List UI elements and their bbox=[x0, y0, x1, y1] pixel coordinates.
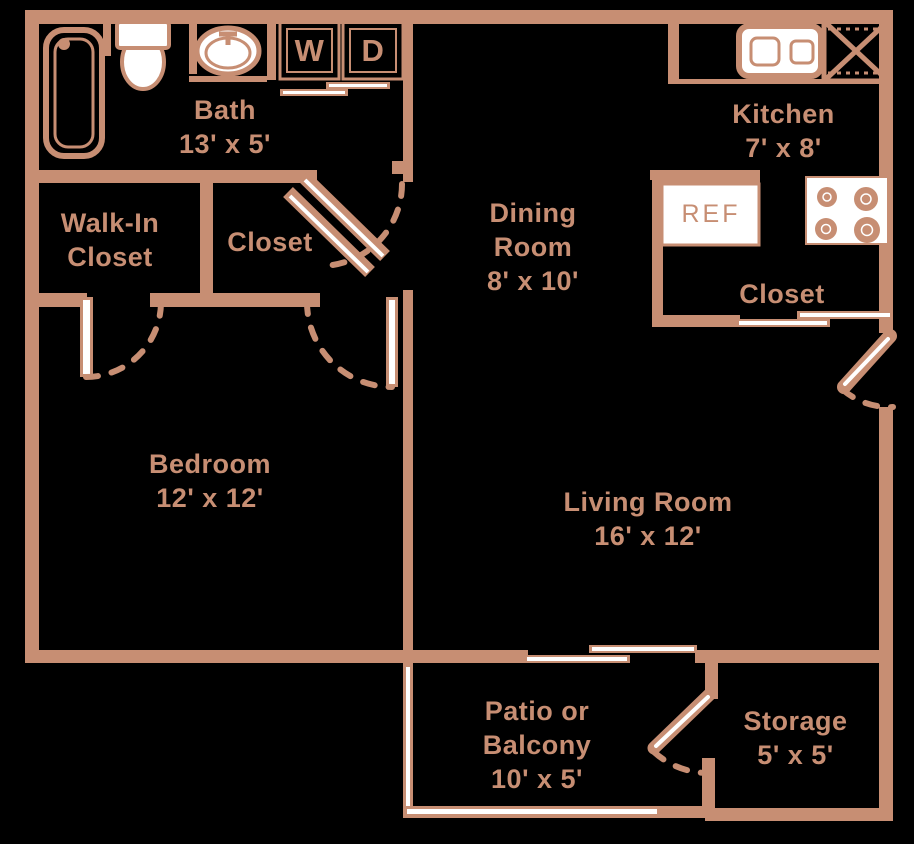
room-name: Bedroom bbox=[148, 449, 271, 479]
refrigerator-label: REF bbox=[681, 200, 741, 228]
refrigerator-icon bbox=[660, 176, 761, 247]
room-dims: 5' x 5' bbox=[757, 740, 834, 770]
inner-walls bbox=[25, 18, 893, 808]
room-dims: 7' x 8' bbox=[745, 133, 822, 163]
patio-sliding-door bbox=[524, 645, 697, 663]
living-room-label: Living Room 16' x 12' bbox=[553, 485, 743, 553]
walk-in-closet-door bbox=[80, 297, 164, 380]
bedroom-label: Bedroom 12' x 12' bbox=[125, 447, 295, 515]
room-name: Closet bbox=[739, 279, 825, 309]
south-walls bbox=[25, 645, 893, 663]
room-name: Living Room bbox=[563, 487, 733, 517]
patio-railing bbox=[403, 663, 708, 818]
room-name: Closet bbox=[227, 227, 313, 257]
room-name: Patio or bbox=[484, 696, 590, 726]
stove-icon bbox=[805, 176, 889, 245]
kitchen-sink-icon bbox=[736, 23, 824, 79]
room-dims: 12' x 12' bbox=[156, 483, 264, 513]
room-name: Storage bbox=[743, 706, 848, 736]
bathtub-icon bbox=[43, 27, 105, 159]
toilet-icon bbox=[115, 20, 171, 91]
bath-label: Bath 13' x 5' bbox=[155, 93, 295, 161]
storage-door bbox=[647, 687, 717, 777]
room-name: Closet bbox=[67, 242, 153, 272]
storage-label: Storage 5' x 5' bbox=[713, 704, 878, 772]
room-dims: 16' x 12' bbox=[594, 521, 702, 551]
room-dims: 8' x 10' bbox=[487, 266, 579, 296]
sink-icon bbox=[194, 25, 262, 77]
room-name: Kitchen bbox=[732, 99, 835, 129]
kitchen-closet-sliding-door bbox=[736, 311, 893, 327]
walk-in-closet-label: Walk-In Closet bbox=[35, 206, 185, 274]
room-name: Bath bbox=[194, 95, 256, 125]
dryer-icon bbox=[341, 20, 405, 81]
dryer-letter: D bbox=[361, 33, 385, 68]
kitchen-closet-label: Closet bbox=[712, 277, 852, 311]
bedroom-window bbox=[123, 654, 263, 659]
room-name: Balcony bbox=[482, 730, 592, 760]
patio-label: Patio or Balcony 10' x 5' bbox=[458, 694, 616, 796]
room-dims: 13' x 5' bbox=[179, 129, 271, 159]
room-name: Dining bbox=[489, 198, 577, 228]
washer-letter: W bbox=[294, 33, 325, 68]
hall-closet-label: Closet bbox=[205, 225, 335, 259]
hall-closet-bifold-doors bbox=[283, 170, 390, 278]
dining-room-label: Dining Room 8' x 10' bbox=[458, 196, 608, 298]
kitchen-label: Kitchen 7' x 8' bbox=[706, 97, 861, 165]
entry-door bbox=[837, 329, 897, 411]
room-dims: 10' x 5' bbox=[491, 764, 583, 794]
laundry-closet-doors bbox=[280, 82, 390, 96]
room-name: Walk-In bbox=[60, 208, 160, 238]
bedroom-door bbox=[304, 297, 398, 390]
room-name: Room bbox=[493, 232, 573, 262]
washer-icon bbox=[278, 20, 341, 81]
pantry-x-icon bbox=[821, 18, 891, 84]
